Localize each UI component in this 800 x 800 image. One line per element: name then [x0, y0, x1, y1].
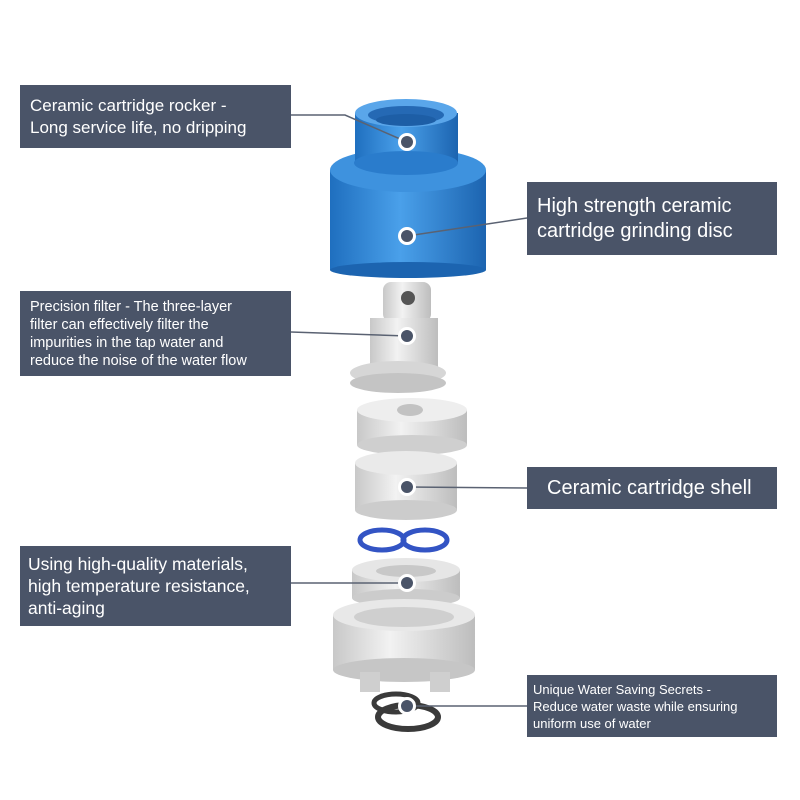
cartridge-base-part [333, 599, 475, 692]
callout-rocker-text: Ceramic cartridge rocker - Long service … [30, 95, 247, 137]
callout-materials-text: Using high-quality materials, high tempe… [28, 554, 250, 618]
callout-grinding-disc: High strength ceramic cartridge grinding… [527, 182, 777, 255]
leader-lines [290, 114, 528, 707]
ceramic-disc-part [357, 398, 467, 455]
blue-housing-part [330, 99, 486, 278]
callout-water-saving: Unique Water Saving Secrets - Reduce wat… [527, 675, 777, 737]
white-stem-part [350, 282, 446, 393]
marker-dot-icon [398, 133, 416, 715]
callout-shell: Ceramic cartridge shell [527, 467, 777, 509]
cartridge-shell-part [355, 451, 457, 520]
callout-water-saving-text: Unique Water Saving Secrets - Reduce wat… [533, 681, 738, 731]
callout-precision-filter-text: Precision filter - The three-layer filte… [30, 298, 247, 369]
callout-shell-text: Ceramic cartridge shell [547, 477, 752, 499]
callout-grinding-disc-text: High strength ceramic cartridge grinding… [537, 194, 733, 242]
blue-seal-ring [357, 527, 450, 553]
callout-materials: Using high-quality materials, high tempe… [20, 546, 291, 626]
callout-rocker: Ceramic cartridge rocker - Long service … [20, 85, 291, 148]
callout-precision-filter: Precision filter - The three-layer filte… [20, 291, 291, 376]
